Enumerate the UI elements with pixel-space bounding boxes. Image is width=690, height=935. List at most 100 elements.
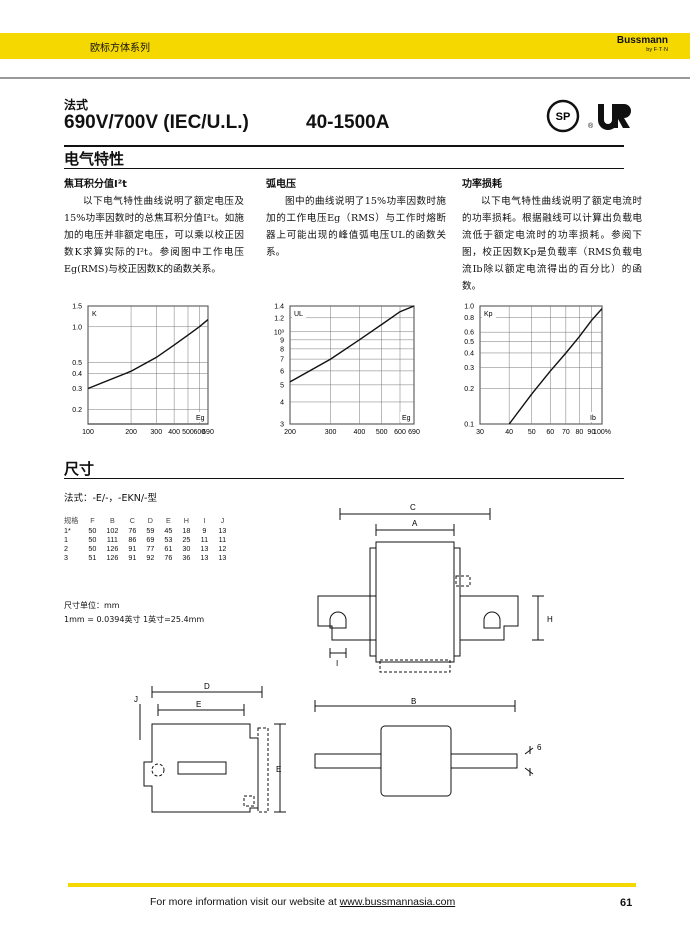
- y-tick-label: 0.3: [464, 365, 474, 372]
- series-curve: [508, 308, 603, 425]
- dim-label-6: 6: [537, 743, 542, 752]
- x-tick-label: 500: [376, 429, 388, 436]
- table-header: C: [129, 516, 135, 525]
- dimensions-subtitle: 法式：-E/-，-EKN/-型: [64, 493, 157, 504]
- product-kicker: 法式: [64, 98, 89, 112]
- dimensions-divider: [64, 478, 624, 479]
- table-cell: 61: [164, 544, 173, 553]
- x-tick-label: 690: [202, 429, 214, 436]
- plot-frame: [289, 305, 415, 425]
- table-cell: 9: [202, 526, 207, 535]
- dim-label-e-top: E: [196, 700, 201, 709]
- table-cell: 51: [88, 553, 97, 562]
- x-tick-label: 600: [193, 429, 205, 436]
- y-tick-label: 1.2: [274, 315, 284, 322]
- arc-voltage-description: 图中的曲线说明了15%功率因数时施加的工作电压Eg（RMS）与工作时熔断器上可能…: [266, 196, 446, 258]
- y-tick-label: 0.2: [72, 407, 82, 414]
- footer-text: For more information visit our website a…: [150, 896, 455, 908]
- x-axis-label: Ib: [588, 412, 600, 422]
- x-tick-label: 500: [182, 429, 194, 436]
- table-cell: 86: [128, 535, 137, 544]
- y-tick-label: 10³: [274, 329, 285, 336]
- series-label: Kp: [482, 308, 496, 318]
- table-cell: 102: [106, 526, 119, 535]
- x-tick-label: 300: [325, 429, 337, 436]
- dim-label-j: J: [134, 695, 138, 704]
- fuse-top-view: B 6: [305, 696, 555, 840]
- table-cell: 76: [128, 526, 137, 535]
- series-curve: [289, 305, 415, 383]
- header-divider: [0, 77, 690, 79]
- table-cell: 53: [164, 535, 173, 544]
- series-label-text: UL: [294, 311, 303, 318]
- table-header: D: [147, 516, 153, 525]
- series-title: 欧标方体系列: [90, 43, 150, 54]
- x-tick-label: 400: [354, 429, 366, 436]
- table-cell: 11: [200, 535, 209, 544]
- x-tick-label: 600: [394, 429, 406, 436]
- y-tick-label: 8: [280, 346, 284, 353]
- table-cell: 36: [182, 553, 191, 562]
- website-link[interactable]: www.bussmannasia.com: [339, 896, 456, 908]
- power-loss-heading: 功率损耗: [462, 179, 502, 190]
- y-tick-label: 4: [280, 399, 284, 406]
- x-tick-label: 100%: [593, 429, 611, 436]
- table-header: E: [165, 516, 171, 525]
- x-tick-label: 80: [575, 429, 583, 436]
- x-axis-label: Eg: [400, 412, 412, 422]
- x-tick-label: 200: [284, 429, 296, 436]
- page-number: 61: [620, 897, 633, 909]
- power-loss-description: 以下电气特性曲线说明了额定电流时的功率损耗。根据融线可以计算出负载电流低于额定电…: [462, 196, 642, 292]
- table-cell: 45: [164, 526, 173, 535]
- y-tick-label: 0.6: [464, 330, 474, 337]
- table-cell: 30: [182, 544, 191, 553]
- series-label-text: K: [92, 311, 97, 318]
- y-tick-label: 0.2: [464, 386, 474, 393]
- product-headline: 690V/700V (IEC/U.L.): [64, 112, 249, 133]
- fuse-front-view: C A H I: [300, 500, 560, 694]
- y-tick-label: 1.0: [464, 304, 474, 311]
- x-axis-label-text: Eg: [196, 415, 205, 422]
- y-tick-label: 0.1: [464, 422, 474, 429]
- y-tick-label: 3: [280, 422, 284, 429]
- i2t-description: 以下电气特性曲线说明了额定电压及15%功率因数时的总焦耳积分值I²t。如施加的电…: [64, 196, 244, 275]
- y-tick-label: 0.5: [72, 360, 82, 367]
- plot-frame: [87, 305, 209, 425]
- i2t-heading: 焦耳积分值I²t: [64, 179, 127, 190]
- table-cell: 59: [146, 526, 155, 535]
- table-cell: 13: [200, 544, 209, 553]
- table-header: J: [220, 516, 225, 525]
- x-tick-label: 60: [546, 429, 554, 436]
- brand-name: Bussmann: [616, 35, 668, 46]
- series-label: K: [90, 308, 104, 318]
- x-axis-label: Eg: [194, 412, 206, 422]
- plot-frame: [479, 305, 603, 425]
- x-tick-label: 70: [562, 429, 570, 436]
- units-label: 尺寸单位：mm: [64, 601, 120, 610]
- y-tick-label: 9: [280, 337, 284, 344]
- brand-sub: by F·T·N: [646, 47, 668, 53]
- y-tick-label: 6: [280, 368, 284, 375]
- table-cell: 77: [146, 544, 155, 553]
- y-tick-label: 0.8: [464, 315, 474, 322]
- header-bar: 欧标方体系列 Bussmann by F·T·N: [0, 33, 690, 59]
- ur-logo: ®: [588, 104, 631, 130]
- table-cell: 111: [106, 535, 118, 544]
- table-cell: 91: [128, 544, 137, 553]
- table-header: H: [183, 516, 189, 525]
- y-tick-label: 0.4: [464, 350, 474, 357]
- dim-label-b: B: [411, 697, 416, 706]
- series-label: UL: [292, 308, 306, 318]
- footer-divider: [68, 883, 636, 887]
- table-cell: 11: [218, 535, 227, 544]
- x-axis-label-text: Ib: [590, 415, 596, 422]
- table-cell: 126: [106, 553, 119, 562]
- brand-logo: Bussmann by F·T·N: [617, 36, 668, 54]
- table-cell: 12: [218, 544, 227, 553]
